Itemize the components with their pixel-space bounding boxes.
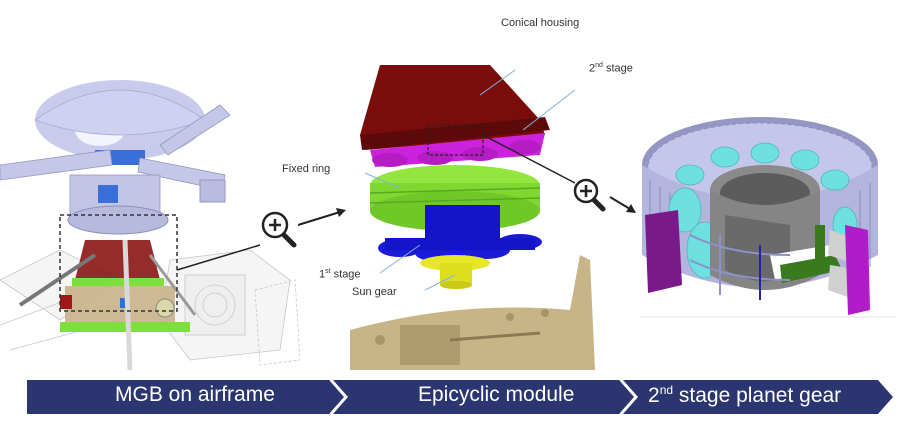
leader-lines xyxy=(364,69,576,291)
cut-section-right xyxy=(845,225,870,315)
zoom-connector-line xyxy=(482,134,576,184)
conical-housing-label: Conical housing xyxy=(501,17,580,29)
rotor-head xyxy=(0,80,231,235)
first-stage-label-sup: st xyxy=(325,268,331,275)
zoom-region-box xyxy=(427,124,484,156)
cut-section-left xyxy=(645,210,682,293)
second-stage-part xyxy=(370,133,545,167)
first-stage-label-num: 1 xyxy=(319,268,326,281)
banner-label-planet: 2nd stage planet gear xyxy=(648,383,841,408)
first-stage-label-text: stage xyxy=(330,268,361,281)
zoom-in-icon xyxy=(261,208,346,248)
inner-race xyxy=(710,165,860,300)
second-stage-label-text: stage xyxy=(602,62,633,75)
sun-gear-part xyxy=(420,255,490,289)
banner-label-mgb: MGB on airframe xyxy=(115,383,275,406)
arrow-right-icon xyxy=(297,208,346,226)
zoom-in-icon xyxy=(573,178,636,213)
epicyclic-module-illustration xyxy=(350,65,595,370)
second-stage-label-sup: nd xyxy=(595,62,603,69)
fixed-ring-label: Fixed ring xyxy=(282,163,331,175)
main-gearbox xyxy=(18,239,197,370)
zoom-connector-line xyxy=(176,244,261,271)
banner-label-planet-sup: nd xyxy=(659,383,674,397)
banner-label-planet-text: stage planet gear xyxy=(673,384,842,407)
gearbox-casing-part xyxy=(350,255,595,370)
banner-label-epicyclic: Epicyclic module xyxy=(418,383,575,406)
second-stage-label: 2nd stage xyxy=(589,62,633,75)
arrow-down-right-icon xyxy=(609,196,636,213)
mgb-airframe-illustration xyxy=(0,80,300,370)
second-stage-label-num: 2 xyxy=(589,62,596,75)
banner-label-planet-num: 2 xyxy=(648,384,660,407)
sun-gear-label: Sun gear xyxy=(352,286,397,298)
zoom-region-box xyxy=(59,214,178,312)
first-stage-label: 1st stage xyxy=(319,268,361,281)
bearing-rollers xyxy=(668,142,858,279)
planet-gear-illustration xyxy=(640,117,895,318)
bearing-cage xyxy=(689,234,791,300)
